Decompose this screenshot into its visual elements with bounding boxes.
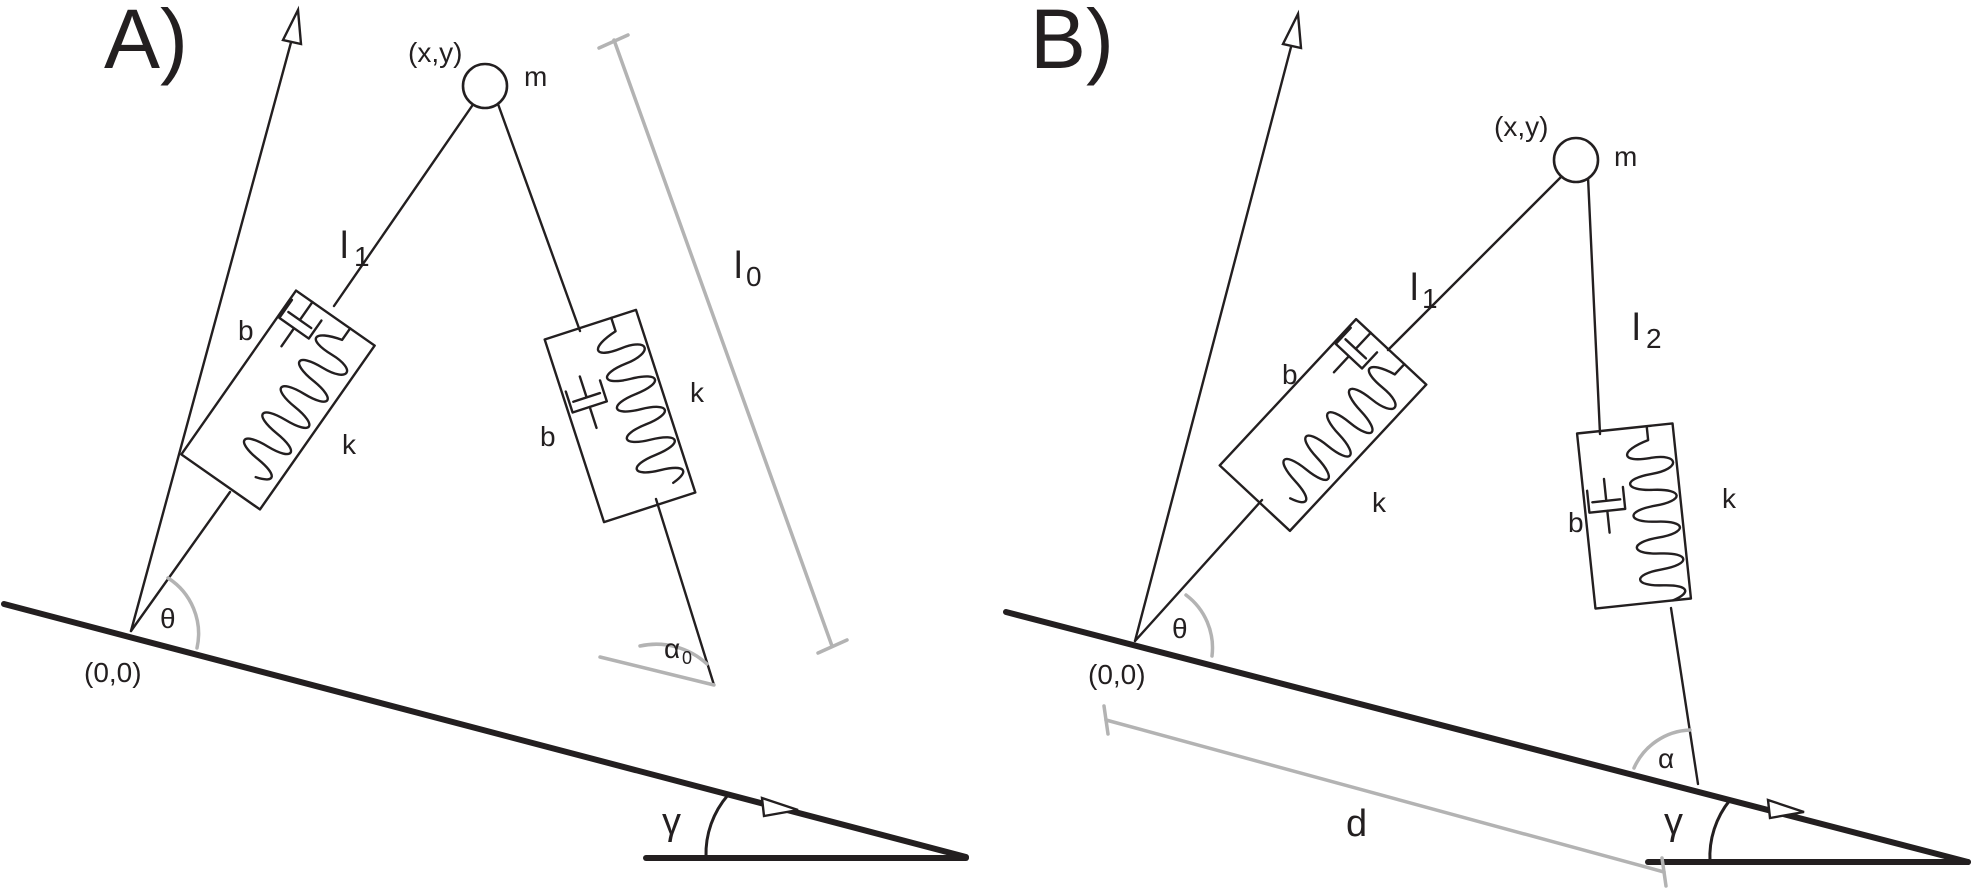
panel-b-label: B) bbox=[1030, 0, 1114, 86]
mass-label: m bbox=[1614, 141, 1637, 172]
leg-1-subscript: 1 bbox=[1422, 283, 1438, 314]
leg-2-lower bbox=[654, 497, 716, 687]
slope-direction-arrow-icon bbox=[760, 796, 799, 818]
panel-a: A) bbox=[1, 0, 969, 861]
alpha-arc bbox=[638, 642, 709, 666]
right-damper-icon bbox=[1584, 475, 1629, 536]
theta-arc bbox=[166, 576, 201, 650]
leg-1-label: l bbox=[340, 225, 348, 267]
slope-direction-arrow-icon bbox=[1766, 798, 1805, 820]
right-spring-damper bbox=[543, 308, 697, 524]
axis-arrow-icon bbox=[281, 5, 303, 46]
gamma-arc bbox=[704, 793, 730, 859]
leg-1-subscript: 1 bbox=[354, 241, 370, 272]
rest-length-dimension bbox=[612, 38, 834, 648]
theta-label: θ bbox=[160, 603, 176, 634]
mass-label: m bbox=[524, 61, 547, 92]
right-damper-label: b bbox=[1568, 507, 1584, 538]
theta-arc bbox=[1184, 593, 1215, 658]
right-damper-label: b bbox=[540, 421, 556, 452]
right-spring-label: k bbox=[1722, 483, 1737, 514]
left-damper-label: b bbox=[1282, 359, 1298, 390]
leg-1-upper bbox=[332, 104, 474, 308]
left-spring-label: k bbox=[1372, 487, 1387, 518]
leg-2-subscript: 2 bbox=[1646, 323, 1662, 354]
slope-line bbox=[1003, 609, 1971, 865]
leg-2-label: l bbox=[1632, 307, 1640, 349]
rest-length-ticks bbox=[597, 33, 849, 655]
distance-ticks bbox=[1102, 704, 1668, 888]
left-spring-damper bbox=[1218, 317, 1428, 533]
leg-1-lower bbox=[129, 490, 232, 633]
leg-1-label: l bbox=[1410, 267, 1418, 309]
leg-1-upper bbox=[1386, 171, 1567, 352]
gamma-label: γ bbox=[662, 801, 681, 843]
right-damper-icon bbox=[561, 369, 615, 435]
distance-label: d bbox=[1346, 803, 1367, 845]
left-spring-label: k bbox=[342, 429, 357, 460]
leg-2-upper bbox=[1586, 175, 1602, 436]
right-coil-spring-icon bbox=[1623, 422, 1689, 605]
mass-circle bbox=[1552, 136, 1600, 184]
slope-line bbox=[1, 601, 969, 860]
rest-length-label: l bbox=[734, 245, 742, 287]
left-housing bbox=[180, 289, 376, 511]
axis-arrow-icon bbox=[1281, 9, 1303, 50]
gamma-label: γ bbox=[1664, 801, 1683, 843]
right-housing bbox=[543, 308, 697, 524]
mass-circle bbox=[461, 62, 509, 110]
alpha-subscript: 0 bbox=[682, 648, 692, 668]
leg-1-lower bbox=[1133, 498, 1264, 643]
right-spring-label: k bbox=[690, 377, 705, 408]
alpha-label: α bbox=[664, 633, 680, 664]
panel-b: B) (x bbox=[1003, 0, 1971, 888]
axis-line bbox=[1133, 26, 1298, 643]
alpha-label: α bbox=[1658, 743, 1674, 774]
right-housing bbox=[1575, 422, 1693, 610]
theta-label: θ bbox=[1172, 613, 1188, 644]
right-spring-damper bbox=[1575, 422, 1693, 610]
left-spring-damper bbox=[180, 289, 376, 511]
origin-label: (0,0) bbox=[1088, 659, 1146, 690]
origin-label: (0,0) bbox=[84, 657, 142, 688]
alpha-baseline bbox=[598, 655, 716, 687]
left-damper-icon bbox=[1319, 319, 1386, 386]
axis-line bbox=[129, 22, 298, 633]
left-damper-label: b bbox=[238, 315, 254, 346]
panel-a-label: A) bbox=[104, 0, 188, 86]
left-housing bbox=[1218, 317, 1428, 533]
left-damper-icon bbox=[265, 290, 329, 358]
distance-dimension bbox=[1104, 718, 1666, 874]
mass-coord-label: (x,y) bbox=[408, 37, 462, 68]
gamma-arc bbox=[1708, 798, 1732, 864]
rest-length-subscript: 0 bbox=[746, 261, 762, 292]
mass-coord-label: (x,y) bbox=[1494, 111, 1548, 142]
alpha-arc bbox=[1632, 728, 1692, 770]
leg-2-upper bbox=[496, 102, 582, 333]
leg-2-lower bbox=[1669, 606, 1700, 786]
